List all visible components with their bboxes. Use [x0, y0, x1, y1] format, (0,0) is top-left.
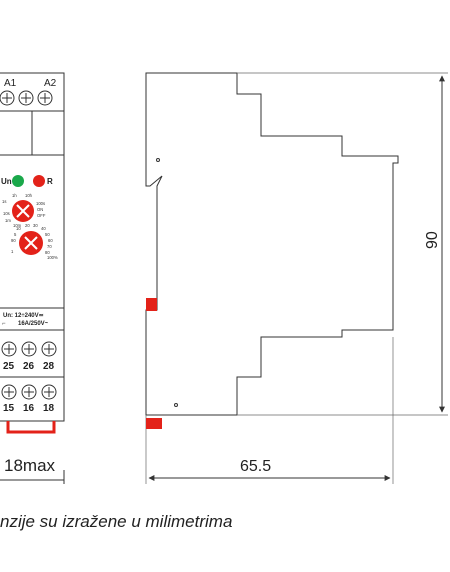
side-hole-bottom — [174, 403, 178, 407]
knob1-scale-1h: 1h — [12, 193, 17, 198]
knob2-scale-40: 40 — [41, 226, 46, 231]
knob2-scale-70: 70 — [47, 244, 52, 249]
dimensions-caption: nzije su izražene u milimetrima — [0, 512, 233, 531]
screw-icon — [1, 384, 17, 400]
knob1-scale-on: ON — [37, 207, 43, 212]
front-body-outline — [0, 72, 65, 422]
knob2-scale-1: 1 — [11, 249, 14, 254]
screw-icon — [1, 341, 17, 357]
side-clip-top — [146, 298, 157, 311]
knob2-scale-80: 80 — [45, 250, 50, 255]
middle-screw-row — [1, 341, 57, 357]
knob2-scale-50: 50 — [45, 232, 50, 237]
screw-icon — [37, 90, 53, 106]
contact-symbol-icon: ⌐ — [2, 321, 6, 327]
knob1-scale-off: OFF — [37, 213, 46, 218]
knob1-scale-1s: 1s — [2, 199, 6, 204]
side-hole-top — [156, 158, 160, 162]
top-screw-row — [0, 90, 53, 106]
rating-contact-text: 16A/250V~ — [18, 321, 49, 327]
knob2-scale-60: 60 — [48, 238, 53, 243]
screw-icon — [41, 384, 57, 400]
front-view — [0, 72, 65, 484]
knob1-scale-10s: 10s — [3, 211, 10, 216]
terminal-label-a2: A2 — [44, 78, 57, 89]
width-dimension-label: 18max — [4, 456, 56, 475]
knob2-scale-10: 10 — [16, 226, 21, 231]
screw-icon — [0, 90, 15, 106]
terminal-label-28: 28 — [43, 361, 55, 372]
knob2-scale-5: 5 — [14, 232, 17, 237]
led-r-icon — [33, 175, 45, 187]
knob1-scale-10h: 10h — [25, 193, 33, 198]
percent-knob[interactable] — [19, 231, 43, 255]
side-clip-bottom — [146, 418, 162, 429]
led-un-icon — [12, 175, 24, 187]
knob2-scale-20: 20 — [25, 223, 30, 228]
screw-icon — [21, 384, 37, 400]
knob1-scale-1m: 1m — [5, 218, 11, 223]
terminal-label-16: 16 — [23, 403, 35, 414]
terminal-label-18: 18 — [43, 403, 55, 414]
led-label-r: R — [47, 177, 53, 186]
screw-icon — [18, 90, 34, 106]
knob2-scale-90: 90 — [11, 238, 16, 243]
knob2-scale-100pct: 100% — [47, 255, 58, 260]
din-clip — [6, 421, 56, 434]
terminal-label-25: 25 — [3, 361, 15, 372]
rating-un-text: Un: 12÷240V≃ — [3, 313, 44, 319]
led-label-un: Un — [1, 177, 12, 186]
terminal-label-26: 26 — [23, 361, 35, 372]
knob1-scale-10m: 10m — [13, 223, 22, 228]
screw-icon — [21, 341, 37, 357]
terminal-label-15: 15 — [3, 403, 15, 414]
terminal-label-a1: A1 — [4, 78, 17, 89]
side-profile-outline — [145, 72, 399, 416]
knob1-scale-100s: 100s — [36, 201, 45, 206]
time-range-knob[interactable] — [12, 200, 34, 222]
screw-icon — [41, 341, 57, 357]
knob2-scale-30: 30 — [33, 223, 38, 228]
side-view — [145, 72, 448, 484]
depth-dimension-label: 65.5 — [240, 458, 271, 475]
height-dimension-label: 90 — [424, 231, 441, 249]
bottom-screw-row — [1, 384, 57, 400]
